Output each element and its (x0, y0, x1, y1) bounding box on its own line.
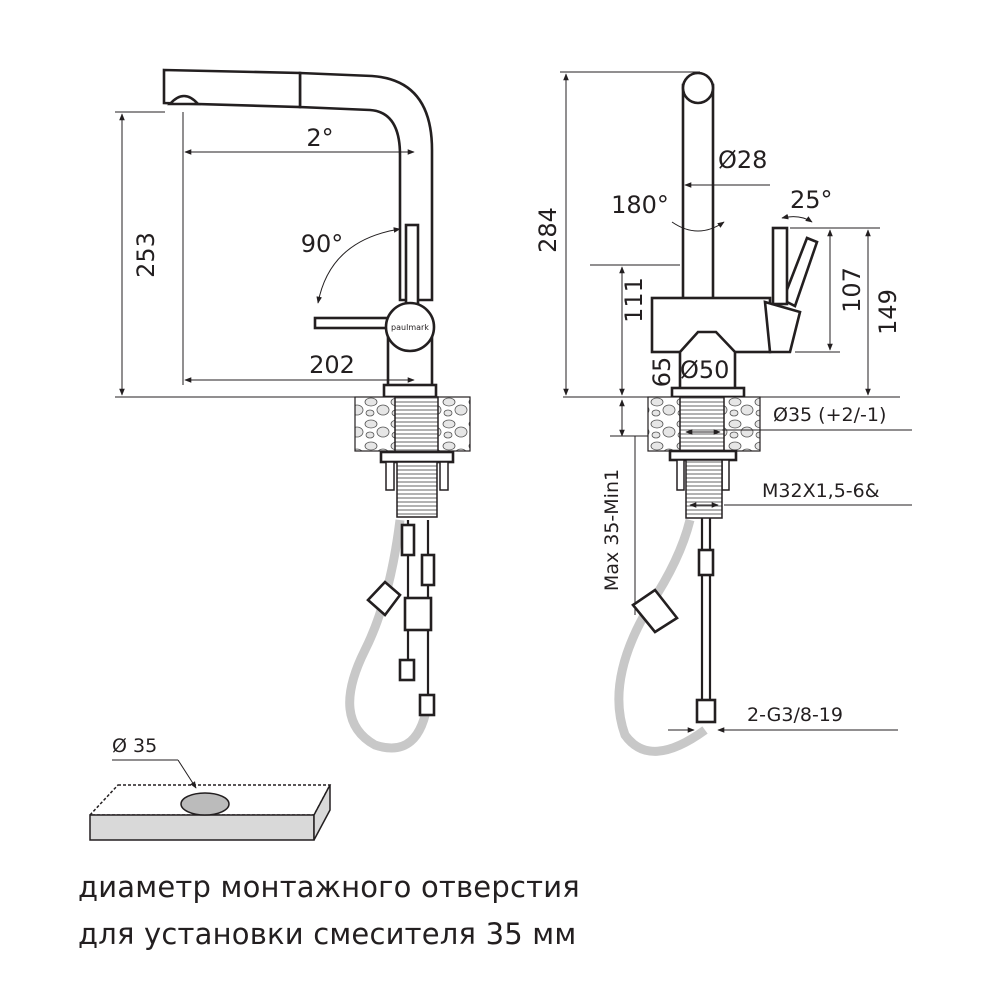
lever-vertical (404, 223, 420, 317)
spout-head (162, 68, 302, 109)
hole-label: Ø 35 (112, 735, 157, 757)
dim-thread: M32X1,5-6& (762, 480, 880, 502)
front-view: 284 111 65 Ø28 180° 25° 107 149 Ø50 Ø35 … (534, 71, 912, 756)
dim-body-height: 111 (620, 277, 648, 323)
caption-line-2: для установки смесителя 35 мм (78, 917, 577, 951)
dim-base-height: 65 (648, 357, 676, 388)
handle-cap (384, 301, 436, 353)
dim-connection: 2-G3/8-19 (747, 704, 843, 726)
dim-reach: 202 (309, 351, 355, 379)
mounting-hole (180, 792, 230, 816)
dim-lever-tilt: 25° (790, 186, 833, 214)
dim-spout-angle: 2° (306, 124, 333, 152)
brand-logo: paulmark (391, 323, 429, 332)
faucet-base (382, 383, 438, 399)
dim-height: 253 (132, 232, 160, 278)
spout-tube-front (681, 83, 715, 307)
dim-lever-height: 107 (838, 267, 866, 313)
dim-lever-total: 149 (874, 289, 902, 335)
lever-horizontal (313, 316, 397, 330)
dim-countertop: Max 35-Min1 (601, 469, 623, 591)
dim-hole: Ø35 (+2/-1) (773, 404, 886, 426)
lever-front (763, 300, 802, 354)
caption-line-1: диаметр монтажного отверстия (78, 870, 580, 904)
dim-total-height: 284 (534, 207, 562, 253)
spout-tube (298, 71, 434, 302)
hole-detail: Ø 35 (88, 735, 332, 841)
dim-swivel: 180° (611, 191, 669, 219)
dim-lever-angle: 90° (301, 230, 344, 258)
hose-weight (366, 580, 402, 617)
aerator (167, 94, 201, 106)
hose-weight-front (631, 588, 679, 634)
side-view: paulmark 253 2° 202 90° (115, 68, 471, 753)
dim-base-diameter: Ø50 (680, 356, 729, 384)
dim-spout-diameter: Ø28 (718, 146, 767, 174)
